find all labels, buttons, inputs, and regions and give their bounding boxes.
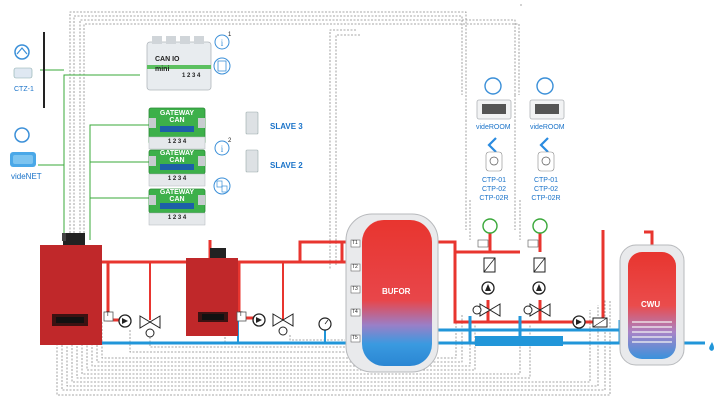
slave-devices: i	[213, 111, 259, 195]
can-module-title: CAN IO	[155, 56, 180, 63]
cold-manifold	[475, 336, 563, 346]
gateway1-terminals: 1 2 3 4	[167, 139, 187, 145]
tank-sensor-t2: T2	[352, 264, 358, 270]
tank-sensor-t4: T4	[352, 309, 358, 315]
ctp2-line1: CTP-01	[533, 177, 559, 184]
gateway-can-2	[148, 149, 206, 187]
gateway1-line2: CAN	[169, 117, 185, 124]
tank-sensor-t5: T5	[352, 335, 358, 341]
can-bus	[38, 69, 150, 240]
tank-sensor-t1: T1	[352, 240, 358, 246]
svg-text:i: i	[221, 144, 224, 154]
buffer-label: BUFOR	[382, 287, 411, 296]
buffer-tank	[345, 213, 439, 373]
gateway2-terminals: 1 2 3 4	[167, 176, 187, 182]
slave2-label: SLAVE 2	[270, 161, 303, 170]
svg-text:i: i	[221, 38, 224, 48]
ctz-label: CTZ-1	[14, 86, 34, 93]
videnet-module	[10, 127, 36, 167]
gateway3-line2: CAN	[169, 196, 185, 203]
boiler2-sensor-label: T	[239, 312, 243, 318]
slave3-label: SLAVE 3	[270, 122, 303, 131]
ctp1-line3: CTP-02R	[479, 195, 509, 202]
dhw-label: CWU	[641, 300, 661, 309]
dhw-tank	[619, 244, 714, 366]
videroom2-label: videROOM	[530, 124, 565, 131]
gateway3-line1: GATEWAY	[159, 189, 195, 196]
roller-icon	[213, 57, 231, 75]
heating-circuit-2	[523, 218, 551, 317]
gateway2-line1: GATEWAY	[159, 150, 195, 157]
gateway2-line2: CAN	[169, 157, 185, 164]
can-module-subtitle: mini	[155, 66, 170, 73]
second-boiler	[186, 248, 238, 336]
videroom-panel-1	[476, 77, 512, 172]
videroom1-label: videROOM	[476, 124, 511, 131]
boiler1-sensor-label: T	[106, 312, 110, 318]
info-icon-1: i	[214, 34, 230, 50]
gateway-can-1	[148, 107, 206, 150]
main-boiler	[40, 233, 102, 345]
boiler1-pump-group	[103, 311, 161, 338]
gateway-can-3	[148, 188, 206, 226]
can-io-module	[146, 36, 212, 91]
tank-sensor-t3: T3	[352, 286, 358, 292]
pressure-gauge	[318, 317, 332, 331]
gateway1-line1: GATEWAY	[159, 110, 195, 117]
videnet-label: videNET	[11, 172, 42, 181]
ctp2-line3: CTP-02R	[531, 195, 561, 202]
boiler2-pump-group	[236, 311, 294, 336]
hot-pipes-thin	[149, 262, 284, 320]
heating-circuit-1	[472, 218, 501, 317]
info-2-superscript: 2	[228, 138, 232, 144]
can-module-terminals: 1 2 3 4	[182, 73, 201, 79]
ctp2-line2: CTP-02	[533, 186, 559, 193]
gateway3-terminals: 1 2 3 4	[167, 215, 187, 221]
videroom-panel-2	[529, 77, 565, 172]
ctp1-line2: CTP-02	[481, 186, 507, 193]
ctz-sensor	[13, 32, 45, 108]
info-1-superscript: 1	[228, 32, 232, 38]
ctp1-line1: CTP-01	[481, 177, 507, 184]
dhw-pump-group	[572, 315, 608, 329]
